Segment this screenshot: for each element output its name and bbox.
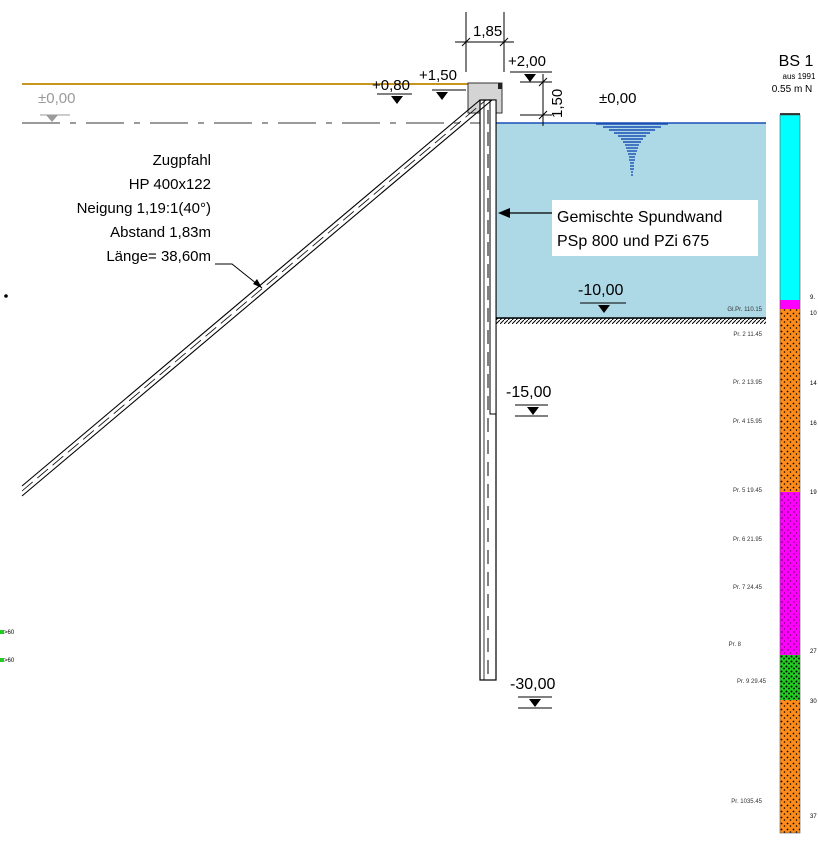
level-minus10-label: -10,00 xyxy=(578,282,623,299)
soil-layer-thin xyxy=(780,300,800,309)
borehole-samples: Gl.Pr. 110.15 Pr. 2 11.45 Pr. 2 13.95 Pr… xyxy=(727,307,766,805)
anchor-line-2: HP 400x122 xyxy=(129,176,211,193)
level-150-triangle xyxy=(436,92,448,100)
side-mark-1: >60 xyxy=(0,630,15,636)
svg-text:Pr. 2 11.45: Pr. 2 11.45 xyxy=(733,332,762,338)
svg-text:19: 19 xyxy=(810,490,817,496)
borehole-title: BS 1 xyxy=(779,53,814,70)
left-edge-mark xyxy=(4,294,8,298)
dimension-top xyxy=(455,12,514,72)
level-minus10-triangle xyxy=(598,305,610,313)
anchor-line-5: Länge= 38,60m xyxy=(106,248,211,265)
left-level-triangle xyxy=(46,115,58,122)
soil-layer-gravel xyxy=(780,655,800,700)
svg-text:27: 27 xyxy=(810,649,817,655)
soil-layer-sand-2 xyxy=(780,700,800,833)
level-150-label: +1,50 xyxy=(419,67,457,84)
borehole-depth-marks: 9. 10 14 16 19 27 30 37 xyxy=(810,295,817,820)
svg-text:Pr. 9 29.45: Pr. 9 29.45 xyxy=(737,679,767,685)
svg-text:Pr. 2 13.95: Pr. 2 13.95 xyxy=(733,380,763,386)
level-minus30-label: -30,00 xyxy=(510,676,555,693)
svg-text:Pr. 5 19.45: Pr. 5 19.45 xyxy=(733,488,763,494)
water-zero-label: ±0,00 xyxy=(599,90,636,107)
dim-top-width: 1,85 xyxy=(473,23,502,40)
level-080-label: +0,80 xyxy=(372,77,410,94)
svg-text:16: 16 xyxy=(810,421,817,427)
sheet-wall-label-box xyxy=(552,200,758,256)
svg-text:Gl.Pr. 110.15: Gl.Pr. 110.15 xyxy=(727,307,762,313)
soil-layer-sand-1 xyxy=(780,309,800,492)
svg-text:37: 37 xyxy=(810,814,817,820)
level-minus30-triangle xyxy=(529,699,541,707)
level-minus15-triangle xyxy=(527,407,539,415)
sheet-wall-line-2: PSp 800 und PZi 675 xyxy=(557,233,709,250)
svg-text:10: 10 xyxy=(810,311,817,317)
svg-text:Pr. 4 15.95: Pr. 4 15.95 xyxy=(733,419,763,425)
borehole-subtitle: aus 1991 xyxy=(783,72,816,81)
dimension-vertical xyxy=(520,74,552,126)
svg-text:9.: 9. xyxy=(810,295,815,301)
svg-text:>60: >60 xyxy=(4,658,15,664)
borehole-column xyxy=(779,114,801,834)
level-080-triangle xyxy=(391,96,403,104)
anchor-line-1: Zugpfahl xyxy=(153,152,211,169)
anchor-pile-annotation: Zugpfahl HP 400x122 Neigung 1,19:1(40°) … xyxy=(77,152,211,265)
soil-layer-water xyxy=(780,115,800,300)
borehole-elevation: 0.55 m N xyxy=(772,84,813,95)
svg-text:Pr. 8: Pr. 8 xyxy=(729,642,742,648)
water-level-symbol xyxy=(596,123,668,176)
side-mark-2: >60 xyxy=(0,658,15,664)
level-200-triangle xyxy=(524,74,536,82)
level-200-label: +2,00 xyxy=(508,53,546,70)
svg-text:14: 14 xyxy=(810,381,817,387)
svg-text:>60: >60 xyxy=(4,630,15,636)
svg-text:Pr. 1035.45: Pr. 1035.45 xyxy=(731,799,762,805)
seabed-hatch xyxy=(496,318,766,324)
borehole-header: BS 1 aus 1991 0.55 m N xyxy=(772,53,816,95)
level-minus15-label: -15,00 xyxy=(506,384,551,401)
svg-text:Pr. 6 21.95: Pr. 6 21.95 xyxy=(733,537,763,543)
anchor-line-3: Neigung 1,19:1(40°) xyxy=(77,200,211,217)
anchor-leader-line xyxy=(215,263,263,289)
anchor-line-4: Abstand 1,83m xyxy=(110,224,211,241)
svg-text:Pr. 7 24.45: Pr. 7 24.45 xyxy=(733,585,763,591)
sheet-pile-wall xyxy=(479,99,497,681)
dim-vertical-height: 1,50 xyxy=(549,89,566,118)
anchor-pile xyxy=(21,99,493,497)
svg-text:30: 30 xyxy=(810,699,817,705)
sheet-wall-line-1: Gemischte Spundwand xyxy=(557,209,722,226)
left-zero-label: ±0,00 xyxy=(38,90,75,107)
soil-layer-clay xyxy=(780,492,800,655)
